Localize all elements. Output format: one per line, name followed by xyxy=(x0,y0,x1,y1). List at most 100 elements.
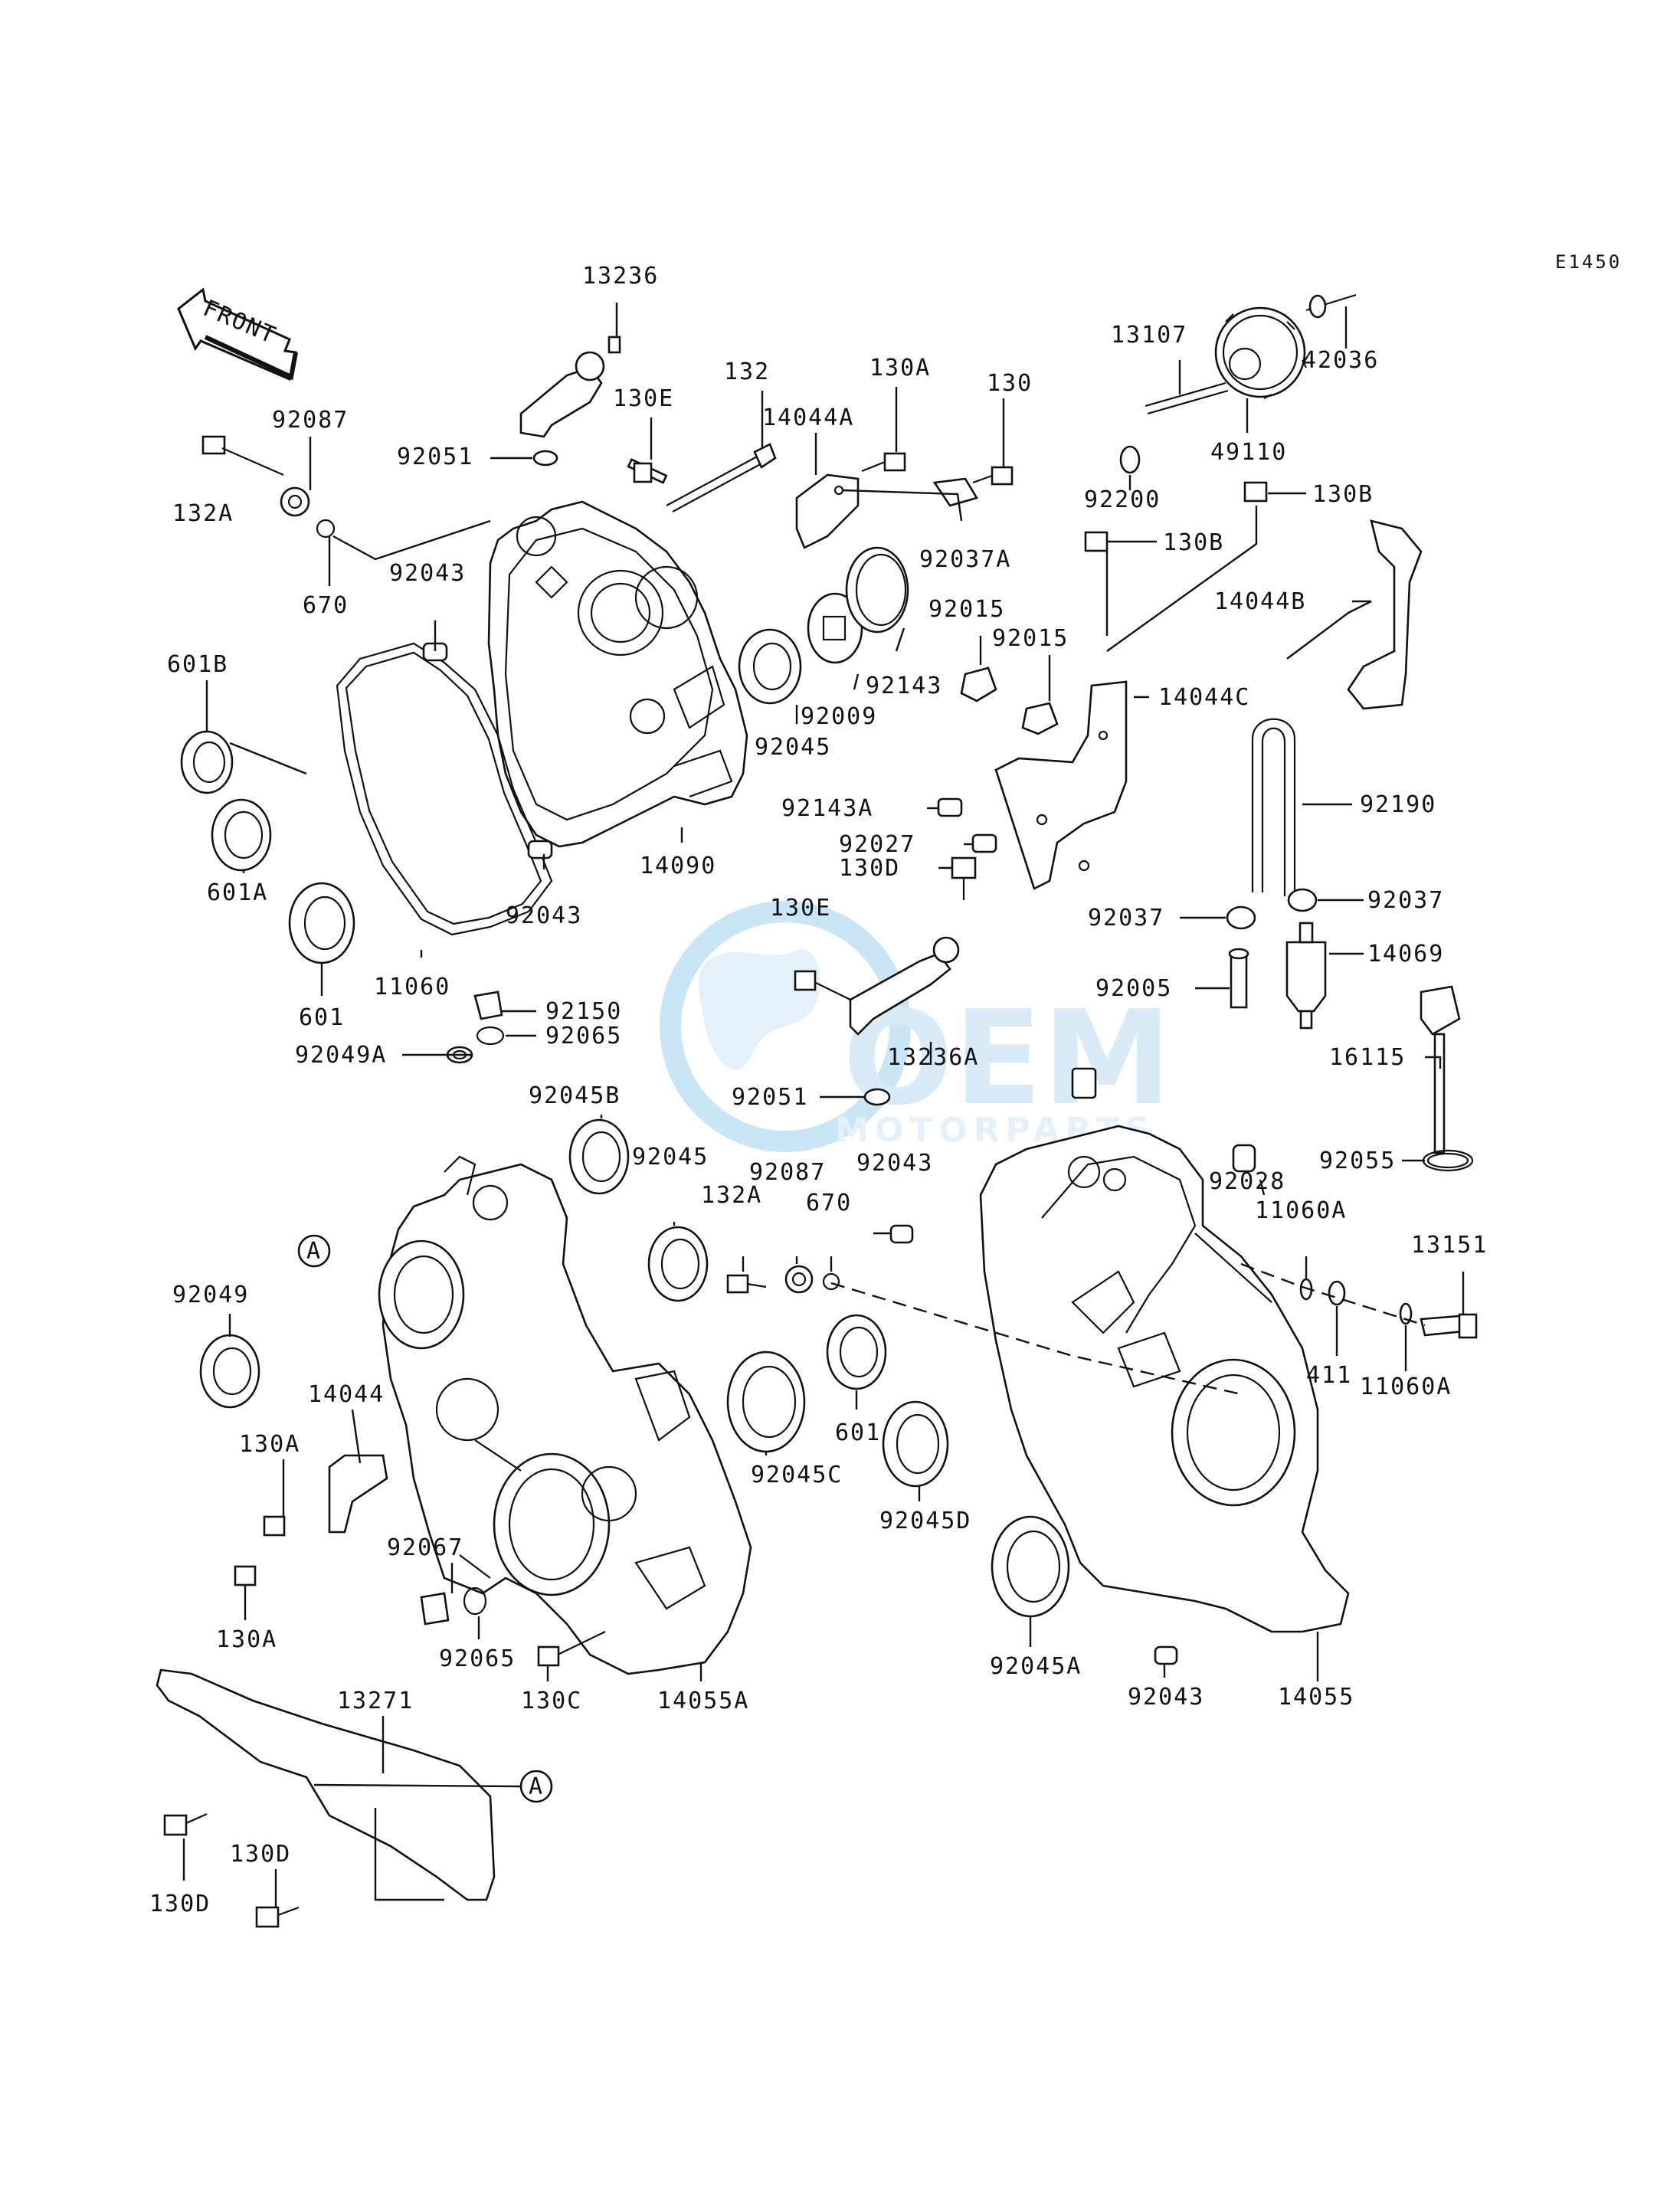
part-label: 601A xyxy=(207,879,268,906)
bolt-130e-upper xyxy=(627,458,668,484)
part-label: 13271 xyxy=(337,1688,414,1714)
part-label: 92150 xyxy=(545,998,622,1025)
watermark-brand: OEM xyxy=(843,983,1172,1135)
part-label: 92045 xyxy=(755,734,831,761)
part-label: 92043 xyxy=(1128,1684,1204,1711)
part-label: 92037 xyxy=(1088,905,1164,932)
marker-a-lower: A xyxy=(519,1770,553,1803)
bolt-130e-lower xyxy=(794,970,851,1000)
front-arrow-icon: FRONT xyxy=(177,287,298,381)
nut-411 xyxy=(1328,1280,1346,1306)
washer-92051-lower xyxy=(863,1088,891,1106)
gear-49110 xyxy=(1214,306,1307,399)
part-label: 92143 xyxy=(866,673,942,699)
part-label: 42036 xyxy=(1302,347,1379,374)
part-label: 92051 xyxy=(397,444,473,470)
marker-a-upper: A xyxy=(297,1234,331,1268)
part-label: 130C xyxy=(521,1688,582,1714)
part-label: 14044A xyxy=(762,404,854,431)
fitting-92005 xyxy=(1228,948,1249,1009)
part-label: 130E xyxy=(613,385,674,412)
part-label: 14044C xyxy=(1158,684,1250,711)
leader-lines xyxy=(182,303,1465,1907)
part-label: 411 xyxy=(1306,1362,1352,1389)
part-labels: 13236 92087 132A 92051 130E 132 130A 130… xyxy=(149,263,1486,1917)
part-label: 130A xyxy=(869,355,931,381)
bolt-132a-lower xyxy=(726,1274,767,1294)
washer-92200 xyxy=(1119,445,1141,474)
part-label: 92045 xyxy=(632,1144,709,1171)
bolt-130b-1 xyxy=(1243,481,1268,503)
plug-92087-lower xyxy=(784,1265,814,1294)
part-label: 92043 xyxy=(856,1150,933,1177)
svg-text:A: A xyxy=(306,1238,322,1265)
part-label: 13236 xyxy=(582,263,659,290)
bearing-601-lower xyxy=(826,1314,887,1390)
part-label: 92045B xyxy=(529,1082,621,1109)
part-label: 92045C xyxy=(751,1462,843,1488)
part-label: 92143A xyxy=(781,795,873,822)
part-label: 130A xyxy=(216,1626,277,1653)
lever-13236a xyxy=(849,936,960,1036)
oring-670-lower xyxy=(822,1272,840,1291)
hose-92190 xyxy=(1251,718,1296,896)
part-label: 14044 xyxy=(308,1381,385,1408)
pin-42036 xyxy=(1305,293,1357,319)
plug-92150 xyxy=(473,990,503,1020)
part-label: 92005 xyxy=(1095,975,1172,1002)
part-label: 132 xyxy=(724,359,770,385)
oil-seal-92049 xyxy=(199,1334,260,1409)
part-label: 92049A xyxy=(295,1042,387,1069)
part-label: 92037 xyxy=(1367,887,1444,914)
oring-92055 xyxy=(1422,1149,1474,1172)
bracket-14044 xyxy=(328,1454,388,1534)
part-label: 92065 xyxy=(439,1645,516,1672)
bolt-132 xyxy=(666,443,777,512)
bearing-601 xyxy=(288,882,355,964)
seal-92009 xyxy=(807,592,863,664)
crankcase-cover-14090 xyxy=(487,500,748,848)
bolt-130d-upper xyxy=(951,856,977,900)
bearing-92045-mid xyxy=(647,1226,709,1302)
bolt-130a-lower-2 xyxy=(234,1565,257,1586)
switch-13151 xyxy=(1420,1313,1478,1339)
part-label: 92190 xyxy=(1360,791,1436,818)
washer-11060a-right xyxy=(1399,1302,1413,1325)
part-label: 14055A xyxy=(657,1688,749,1714)
part-label: 92087 xyxy=(272,407,349,434)
part-label: 670 xyxy=(806,1190,852,1216)
part-label: 130A xyxy=(239,1431,300,1458)
collar-92143a xyxy=(937,797,963,817)
bracket-14044b xyxy=(1347,519,1423,710)
bearing-92045d xyxy=(882,1400,949,1488)
part-label: 92045D xyxy=(879,1508,971,1534)
nut-92015-2 xyxy=(1021,702,1059,735)
part-label: 92045A xyxy=(990,1653,1082,1680)
plug-92067 xyxy=(420,1592,450,1626)
diagram-code: E1450 xyxy=(1555,251,1622,273)
part-label: 49110 xyxy=(1210,439,1287,466)
part-label: 92049 xyxy=(172,1282,249,1308)
dipstick-16115 xyxy=(1420,985,1461,1154)
part-label: 132A xyxy=(172,500,234,527)
dowel-92043-mid xyxy=(889,1224,914,1244)
part-label: 11060A xyxy=(1255,1197,1347,1224)
part-label: 92067 xyxy=(387,1534,463,1561)
oring-670-upper xyxy=(316,519,336,539)
part-label: 92027 xyxy=(839,831,915,858)
part-label: 92043 xyxy=(506,902,582,929)
dowel-92043-right-top xyxy=(1071,1067,1097,1099)
clamp-92037-right xyxy=(1287,888,1318,912)
washer-92065-lower xyxy=(463,1586,487,1616)
part-label: 130 xyxy=(987,370,1033,397)
dowel-92043-lower xyxy=(1154,1645,1178,1665)
part-label: 92009 xyxy=(801,703,877,730)
bolt-130b-2 xyxy=(1084,531,1109,552)
part-label: 601B xyxy=(167,651,228,678)
part-label: 11060A xyxy=(1360,1374,1452,1400)
bolt-130c xyxy=(537,1631,606,1667)
part-label: 601 xyxy=(299,1004,345,1031)
bracket-14044a xyxy=(795,473,860,549)
clamp-92037a xyxy=(932,477,978,507)
clamp-92037-left xyxy=(1226,905,1256,930)
